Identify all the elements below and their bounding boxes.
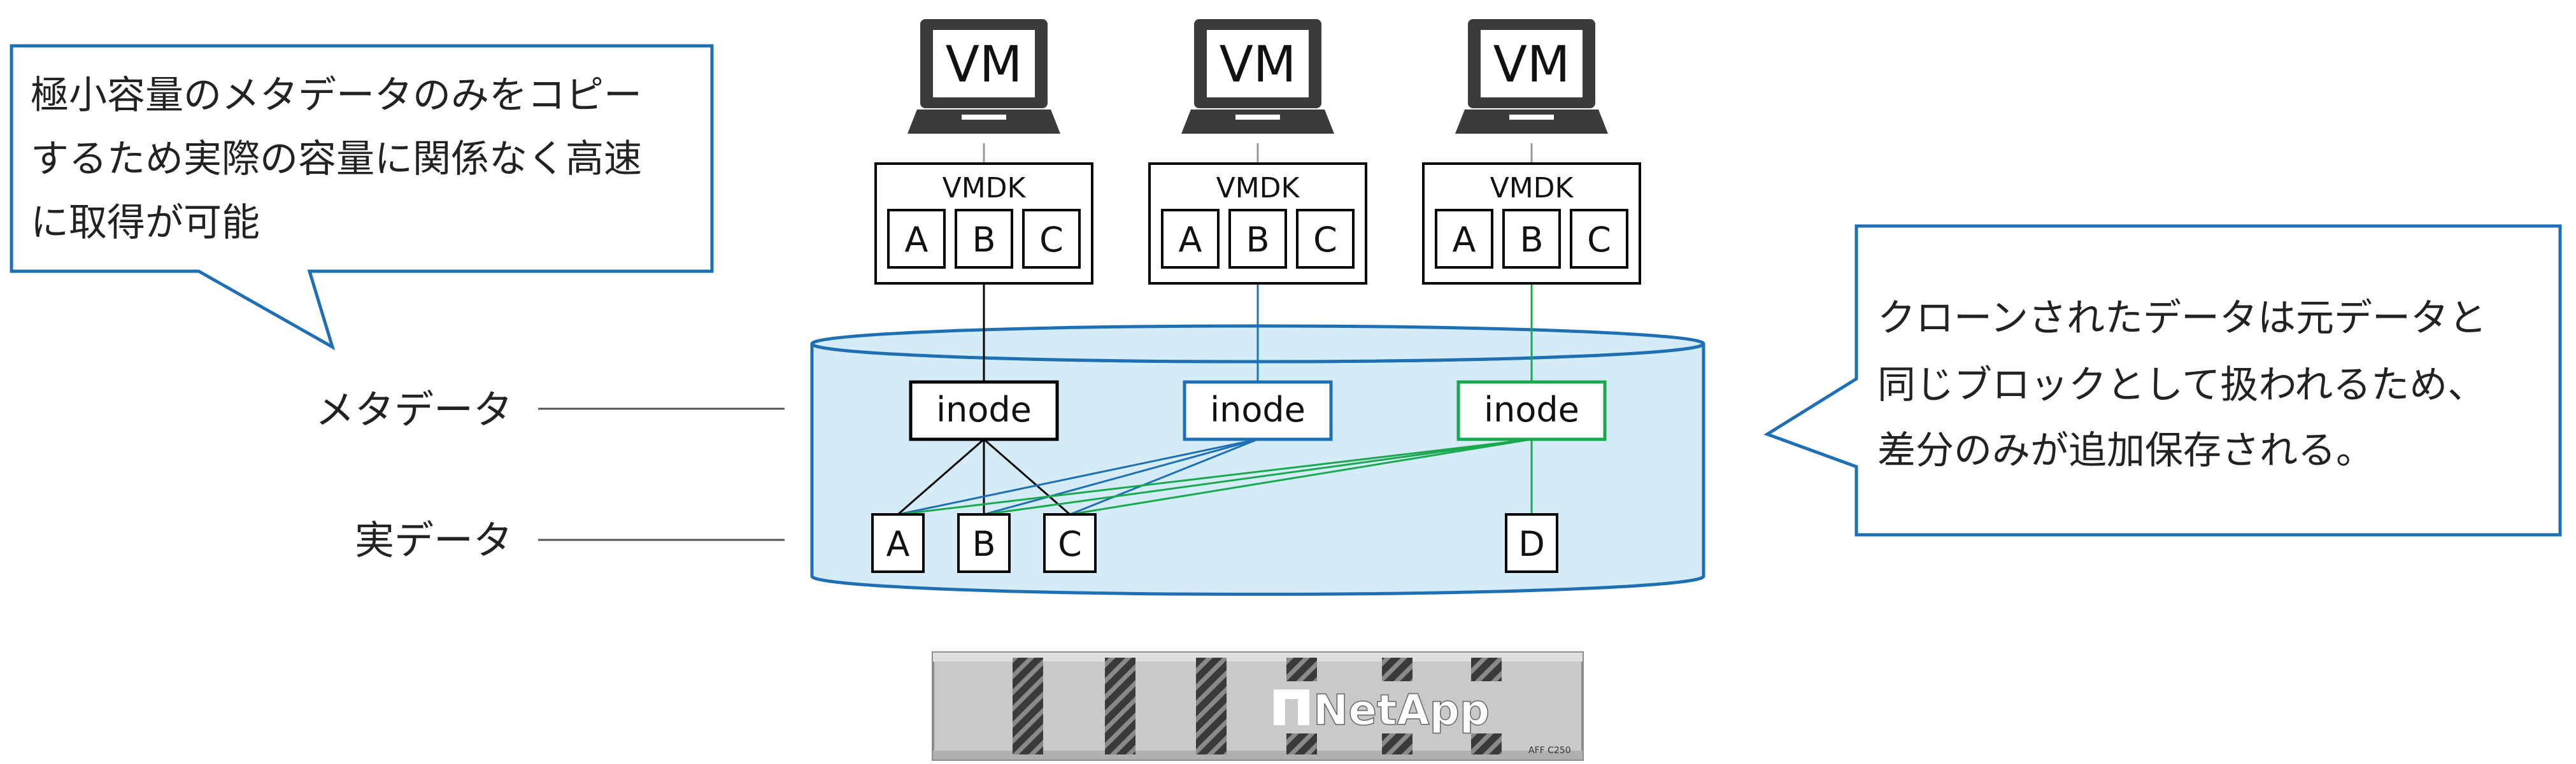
inode-3: inode [1456,380,1607,441]
netapp-storage-array: NetApp AFF C250 [932,651,1584,761]
drive-bay-1 [1013,658,1043,754]
netapp-logo-icon [1274,690,1309,725]
data-block-b-label: B [972,524,995,564]
vm-2: VM [1181,19,1334,134]
row-label-real-data-text: 実データ [355,517,513,563]
vmdk-3-block-c: C [1587,220,1611,260]
inode-1-label: inode [936,390,1032,430]
callout-right-line-3: 差分のみが追加保存される。 [1877,428,2374,473]
vmdk-2-block-a: A [1179,220,1202,260]
callout-right-line-2: 同じブロックとして扱われるため、 [1877,363,2486,407]
callout-right: クローンされたデータは元データと 同じブロックとして扱われるため、 差分のみが追… [1763,224,2562,537]
inode-3-label: inode [1484,390,1579,430]
vmdk-2-block-c: C [1313,220,1337,260]
row-label-real-data: 実データ [355,517,785,563]
vmdk-1-block-a: A [905,220,929,260]
storage-model: AFF C250 [1528,746,1571,756]
vmdk-2-label: VMDK [1216,172,1300,204]
vmdk-2-block-b: B [1246,220,1269,260]
callout-left-line-3: に取得が可能 [31,201,260,245]
callout-right-line-1: クローンされたデータは元データと [1877,296,2487,341]
vmdk-3-label: VMDK [1490,172,1574,204]
vmdk-3-block-a: A [1453,220,1476,260]
vmdk-1: VMDK A B C [874,162,1093,285]
callout-left-line-1: 極小容量のメタデータのみをコピー [31,73,642,118]
data-block-a-label: A [886,524,910,564]
data-block-d: D [1505,513,1558,573]
vmdk-3: VMDK A B C [1422,162,1641,285]
data-block-c-label: C [1058,524,1082,564]
row-label-metadata: メタデータ [315,386,785,433]
vmdk-1-block-b: B [972,220,995,260]
vmdk-1-block-c: C [1039,220,1064,260]
drive-bay-2 [1105,658,1135,754]
inode-links [897,438,1533,516]
vmdk-1-label: VMDK [943,172,1027,204]
inode-1: inode [909,380,1059,441]
data-block-d-label: D [1518,524,1545,564]
vmdk-2: VMDK A B C [1148,162,1367,285]
vmdk-3-block-b: B [1519,220,1543,260]
callout-left: 極小容量のメタデータのみをコピー するため実際の容量に関係なく高速 に取得が可能 [10,44,714,351]
vm-3: VM [1455,19,1608,134]
vm-connectors [983,143,1533,382]
row-label-metadata-text: メタデータ [315,386,513,433]
inode-2: inode [1183,380,1333,441]
data-block-b: B [957,513,1011,573]
data-block-a: A [871,513,925,573]
vm-1: VM [907,19,1060,134]
callout-left-line-2: するため実際の容量に関係なく高速 [31,137,642,181]
netapp-brand: NetApp [1313,686,1490,735]
drive-bay-3 [1196,658,1227,754]
data-block-c: C [1043,513,1097,573]
vm-3-label: VM [1493,36,1570,94]
inode-2-label: inode [1210,390,1306,430]
vm-2-label: VM [1220,36,1297,94]
vm-1-label: VM [946,36,1023,94]
